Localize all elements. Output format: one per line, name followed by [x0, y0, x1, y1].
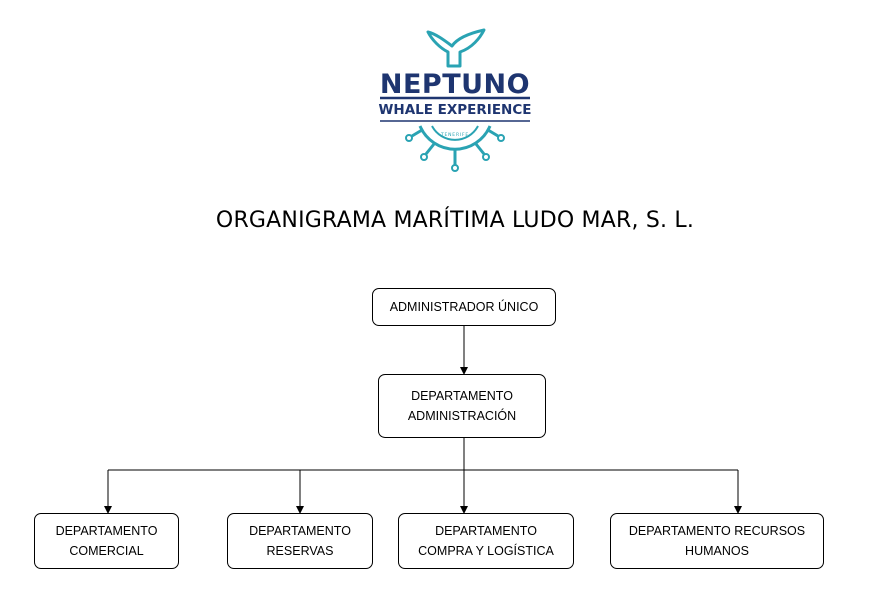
node-departamento-administracion: DEPARTAMENTO ADMINISTRACIÓN — [378, 374, 546, 438]
node-label: ADMINISTRADOR ÚNICO — [389, 300, 539, 314]
neptuno-logo: NEPTUNO WHALE EXPERIENCE TENERIFE — [379, 28, 532, 172]
node-label-line2: COMERCIAL — [69, 544, 144, 558]
node-departamento-recursos-humanos: DEPARTAMENTO RECURSOS HUMANOS — [610, 513, 824, 569]
node-label-line2: RESERVAS — [266, 544, 334, 558]
node-label-line1: DEPARTAMENTO RECURSOS — [628, 524, 806, 538]
node-label-line2: HUMANOS — [685, 544, 749, 558]
node-departamento-reservas: DEPARTAMENTO RESERVAS — [227, 513, 373, 569]
whale-tail-icon — [426, 28, 486, 68]
logo-brand-text: NEPTUNO — [380, 69, 530, 100]
node-label-line2: COMPRA Y LOGÍSTICA — [418, 544, 554, 558]
ship-wheel-icon — [405, 125, 505, 172]
logo-tagline-text: WHALE EXPERIENCE — [379, 102, 532, 118]
node-departamento-comercial: DEPARTAMENTO COMERCIAL — [34, 513, 179, 569]
node-departamento-compra-logistica: DEPARTAMENTO COMPRA Y LOGÍSTICA — [398, 513, 574, 569]
node-label-line1: DEPARTAMENTO — [55, 524, 158, 538]
node-administrador-unico: ADMINISTRADOR ÚNICO — [372, 288, 556, 326]
node-label-line1: DEPARTAMENTO — [411, 389, 513, 403]
node-label-line1: DEPARTAMENTO — [435, 524, 537, 538]
node-label-line1: DEPARTAMENTO — [249, 524, 351, 538]
node-label-line2: ADMINISTRACIÓN — [407, 409, 517, 423]
page-title: ORGANIGRAMA MARÍTIMA LUDO MAR, S. L. — [215, 208, 695, 233]
logo-place-text: TENERIFE — [440, 132, 469, 138]
